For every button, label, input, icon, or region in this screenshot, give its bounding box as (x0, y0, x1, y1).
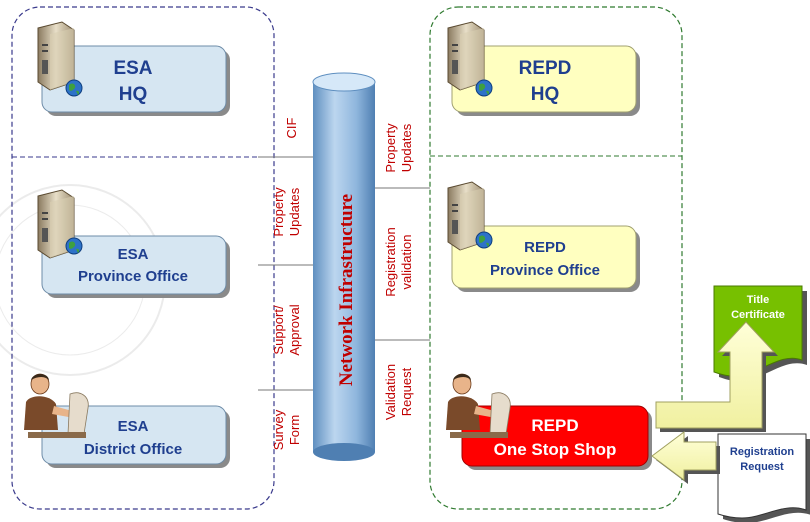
repd-hq-node[interactable]: REPD HQ (451, 45, 640, 116)
repd-zone-border (429, 6, 683, 510)
flow-label-survey-form: Survey Form (271, 409, 302, 450)
network-cylinder: Network Infrastructure (312, 72, 376, 461)
support-approval-line2: Approval (287, 304, 302, 355)
arrow-icon (651, 431, 720, 484)
validation-request-line1: Validation (383, 364, 398, 420)
server-icon (447, 21, 485, 91)
flow-label-cif: CIF (284, 117, 299, 138)
cif-label: CIF (284, 117, 299, 138)
flow-label-registration-validation: Registration validation (383, 227, 414, 296)
arrow-icon (655, 321, 778, 432)
esa-province-node[interactable]: ESA Province Office (41, 235, 230, 298)
flow-label-validation-request: Validation Request (383, 364, 414, 420)
esa-district-line1: ESA (118, 418, 149, 435)
flow-label-property-updates-right: Property Updates (383, 123, 414, 173)
title-certificate-line1: Title (747, 294, 769, 306)
globe-icon (475, 231, 493, 249)
esa-hq-line1: ESA (113, 58, 152, 79)
repd-hq-line2: HQ (531, 84, 560, 105)
person-at-desk-icon (446, 373, 511, 438)
support-approval-line1: Support/ (271, 305, 286, 355)
title-certificate-line2: Certificate (731, 309, 785, 321)
esa-district-node[interactable]: ESA District Office (41, 405, 230, 468)
esa-province-line1: ESA (118, 246, 149, 263)
repd-province-line1: REPD (524, 239, 566, 256)
repd-one-stop-shop-node[interactable]: REPD One Stop Shop (461, 405, 652, 470)
registration-request-document[interactable]: Registration Request (717, 433, 810, 522)
flow-separators (258, 156, 430, 391)
person-at-desk-icon (24, 373, 89, 438)
property-updates-right-line1: Property (383, 123, 398, 173)
registration-request-line1: Registration (730, 446, 794, 458)
property-updates-left-line2: Updates (287, 187, 302, 236)
survey-form-line2: Form (287, 415, 302, 445)
esa-district-line2: District Office (84, 441, 182, 458)
globe-icon (475, 79, 493, 97)
esa-province-line2: Province Office (78, 268, 188, 285)
survey-form-line1: Survey (271, 409, 286, 450)
repd-oss-line2: One Stop Shop (494, 440, 617, 459)
repd-oss-line1: REPD (531, 416, 578, 435)
repd-province-line2: Province Office (490, 262, 600, 279)
globe-icon (65, 79, 83, 97)
repd-hq-line1: REPD (519, 58, 572, 79)
esa-zone-border (11, 6, 275, 510)
registration-validation-line1: Registration (383, 227, 398, 296)
flow-label-support-approval: Support/ Approval (271, 304, 302, 355)
registration-validation-line2: validation (399, 235, 414, 290)
validation-request-line2: Request (399, 367, 414, 416)
registration-request-line2: Request (740, 461, 784, 473)
server-icon (37, 21, 75, 91)
repd-province-node[interactable]: REPD Province Office (451, 225, 640, 292)
esa-hq-line2: HQ (119, 84, 148, 105)
globe-icon (65, 237, 83, 255)
network-label: Network Infrastructure (336, 194, 357, 386)
esa-hq-node[interactable]: ESA HQ (41, 45, 230, 116)
property-updates-right-line2: Updates (399, 123, 414, 172)
property-updates-left-line1: Property (271, 187, 286, 237)
flow-label-property-updates-left: Property Updates (271, 187, 302, 237)
